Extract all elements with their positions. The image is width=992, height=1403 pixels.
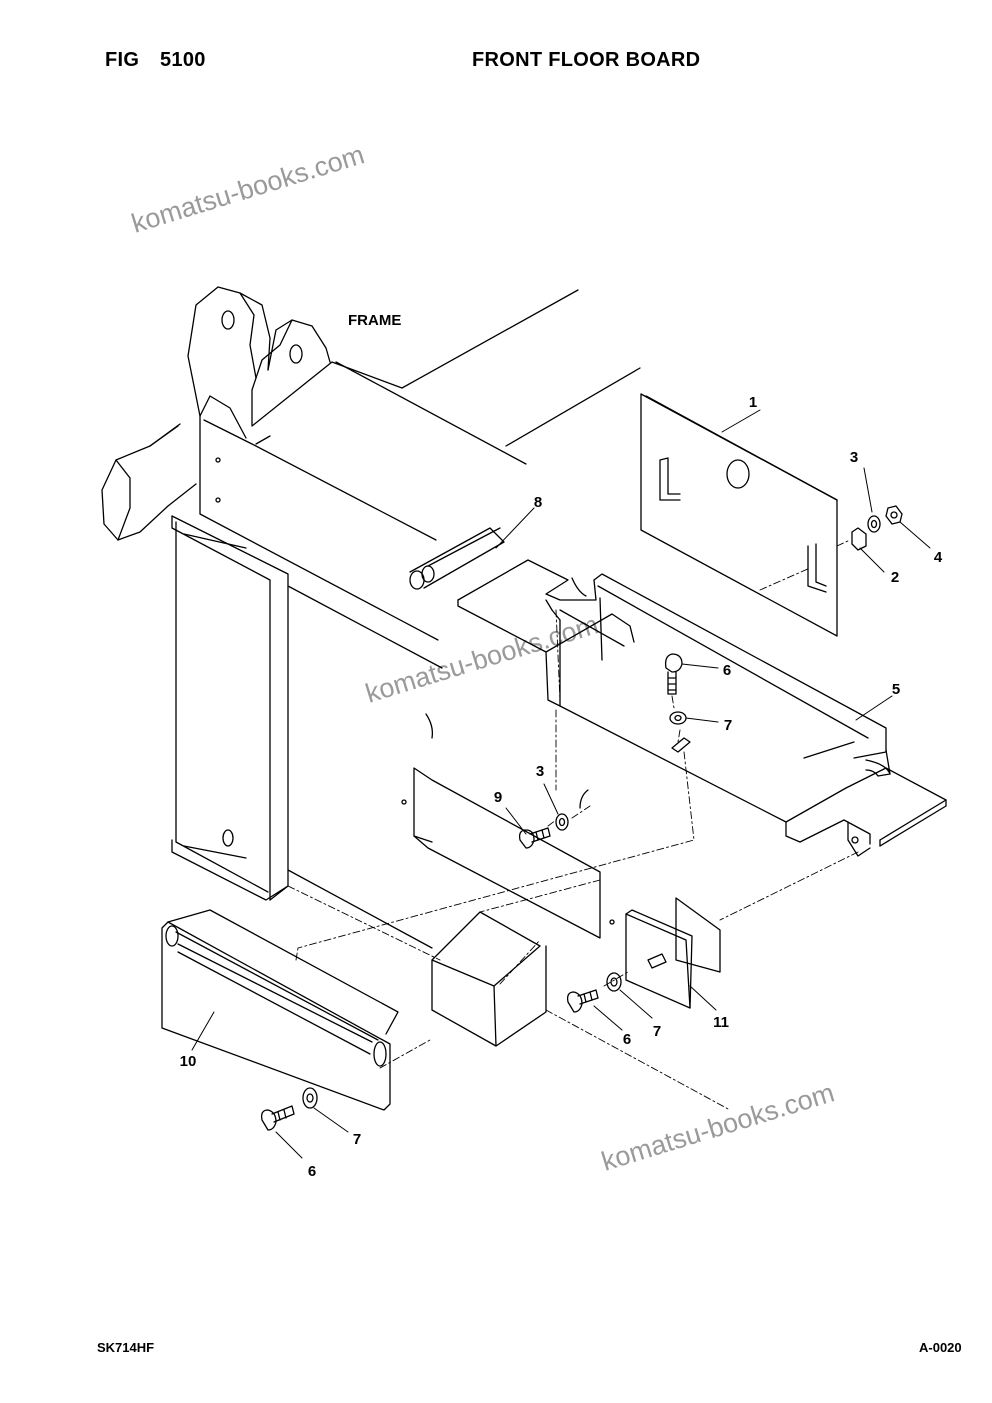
frame-label: FRAME — [348, 312, 401, 329]
callout-4: 4 — [934, 549, 943, 566]
bolt-hardware-9 — [518, 813, 569, 849]
callout-2: 2 — [891, 569, 899, 586]
model-code: SK714HF — [97, 1340, 155, 1355]
callout-10: 10 — [180, 1053, 197, 1070]
part-11-pad — [625, 897, 721, 1009]
bolt-hardware-upper — [851, 505, 903, 551]
assembly-lines — [287, 539, 859, 1111]
callout-3-lower: 3 — [536, 763, 544, 780]
part-1-plate — [640, 393, 838, 637]
callout-1: 1 — [749, 394, 757, 411]
callout-numbers: 1 2 3 4 5 6 7 8 3 9 6 7 11 10 7 6 — [180, 394, 943, 1180]
lower-bracket — [413, 767, 615, 1047]
callout-6-lower-left: 6 — [308, 1163, 316, 1180]
callout-6-middle: 6 — [723, 662, 731, 679]
bolt-hardware-lower-left — [260, 1087, 318, 1131]
callout-7-lower-left: 7 — [353, 1131, 361, 1148]
page-title: FRONT FLOOR BOARD — [472, 49, 701, 71]
page-code: A-0020 — [919, 1340, 962, 1355]
frame-drawing — [101, 286, 641, 949]
callout-9: 9 — [494, 789, 502, 806]
figure-number: 5100 — [160, 49, 206, 71]
callout-7-middle: 7 — [724, 717, 732, 734]
callout-5: 5 — [892, 681, 900, 698]
part-5-bracket — [457, 559, 947, 857]
bolt-hardware-middle — [664, 653, 691, 753]
callout-6-lower-right: 6 — [623, 1031, 631, 1048]
part-8-tube — [409, 527, 505, 590]
callout-7-lower-right: 7 — [653, 1023, 661, 1040]
callout-11: 11 — [713, 1014, 729, 1031]
leader-lines — [191, 409, 931, 1159]
bolt-hardware-lower-right — [566, 972, 622, 1013]
part-10-cover — [161, 909, 399, 1111]
callout-3-upper: 3 — [850, 449, 858, 466]
figure-label: FIG — [105, 49, 140, 71]
callout-8: 8 — [534, 494, 542, 511]
